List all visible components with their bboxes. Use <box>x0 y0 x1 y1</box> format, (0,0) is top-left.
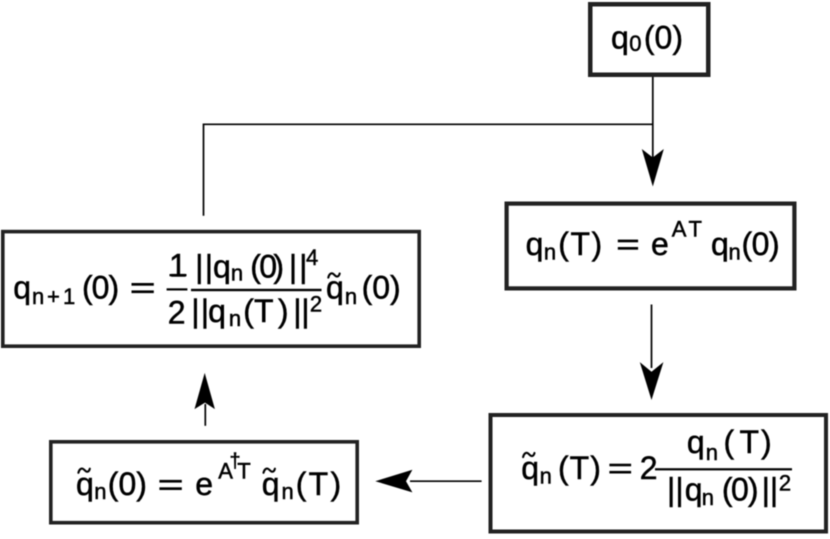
svg-text:||: || <box>762 472 779 508</box>
svg-text:2: 2 <box>779 470 791 495</box>
svg-text:q: q <box>526 226 544 262</box>
svg-text:0: 0 <box>731 472 749 508</box>
svg-text:|: | <box>205 248 213 284</box>
svg-text:q: q <box>76 466 94 502</box>
svg-text:(: ( <box>243 293 254 329</box>
svg-text:q: q <box>611 19 629 55</box>
svg-text:+: + <box>47 284 60 309</box>
svg-text:(T): (T) <box>296 466 344 502</box>
svg-text:(T): (T) <box>558 450 602 486</box>
svg-text:|: | <box>195 248 203 284</box>
svg-text:q: q <box>13 270 31 306</box>
svg-text:): ) <box>273 248 284 284</box>
svg-text:(: ( <box>724 424 735 460</box>
svg-text:q: q <box>213 248 231 284</box>
svg-text:n: n <box>702 485 714 510</box>
svg-text:(: ( <box>722 472 733 508</box>
svg-text:(0): (0) <box>108 466 147 502</box>
svg-text:e: e <box>195 466 213 502</box>
svg-text:n: n <box>229 306 241 331</box>
svg-text:T: T <box>689 217 702 242</box>
svg-text:4: 4 <box>306 245 318 270</box>
svg-text:|: | <box>301 293 309 329</box>
svg-text:(T): (T) <box>558 226 603 262</box>
svg-text:n: n <box>94 479 106 504</box>
svg-text:n: n <box>282 479 294 504</box>
svg-text:n: n <box>345 284 357 309</box>
svg-text:e: e <box>651 226 669 262</box>
svg-text:1: 1 <box>169 247 187 283</box>
svg-text:): ) <box>761 424 772 460</box>
svg-text:|: | <box>299 248 307 284</box>
svg-text:|: | <box>191 293 199 329</box>
svg-text:(0): (0) <box>82 270 118 306</box>
svg-text:(0): (0) <box>362 270 401 306</box>
svg-text:2: 2 <box>640 450 658 486</box>
svg-text:n: n <box>32 284 44 309</box>
svg-text:(0): (0) <box>644 19 683 55</box>
svg-text:q: q <box>685 472 703 508</box>
svg-text:T: T <box>237 458 250 483</box>
svg-text:n: n <box>706 440 718 465</box>
svg-text:): ) <box>748 472 759 508</box>
svg-text:1: 1 <box>63 284 75 309</box>
svg-text:q: q <box>262 466 280 502</box>
svg-text:T: T <box>254 293 274 329</box>
svg-text:(0): (0) <box>742 226 780 262</box>
svg-text:2: 2 <box>310 291 322 316</box>
svg-text:|: | <box>293 293 301 329</box>
svg-text:A: A <box>672 217 687 242</box>
svg-text:q: q <box>326 270 344 306</box>
svg-text:n: n <box>540 464 552 489</box>
svg-text:n: n <box>231 261 243 286</box>
svg-text:|: | <box>201 293 209 329</box>
svg-text:): ) <box>278 293 289 329</box>
svg-text:||: || <box>667 472 684 508</box>
svg-text:A: A <box>218 458 233 483</box>
svg-text:|: | <box>289 248 297 284</box>
svg-text:(: ( <box>250 248 261 284</box>
svg-text:0: 0 <box>259 248 277 284</box>
svg-text:2: 2 <box>168 294 186 330</box>
svg-text:n: n <box>544 239 556 264</box>
svg-text:q: q <box>521 450 539 486</box>
svg-text:T: T <box>740 424 760 460</box>
svg-text:0: 0 <box>629 31 641 56</box>
svg-text:n: n <box>729 239 741 264</box>
svg-text:q: q <box>687 424 705 460</box>
svg-text:†: † <box>230 450 241 472</box>
svg-text:q: q <box>711 226 729 262</box>
svg-text:q: q <box>208 293 226 329</box>
